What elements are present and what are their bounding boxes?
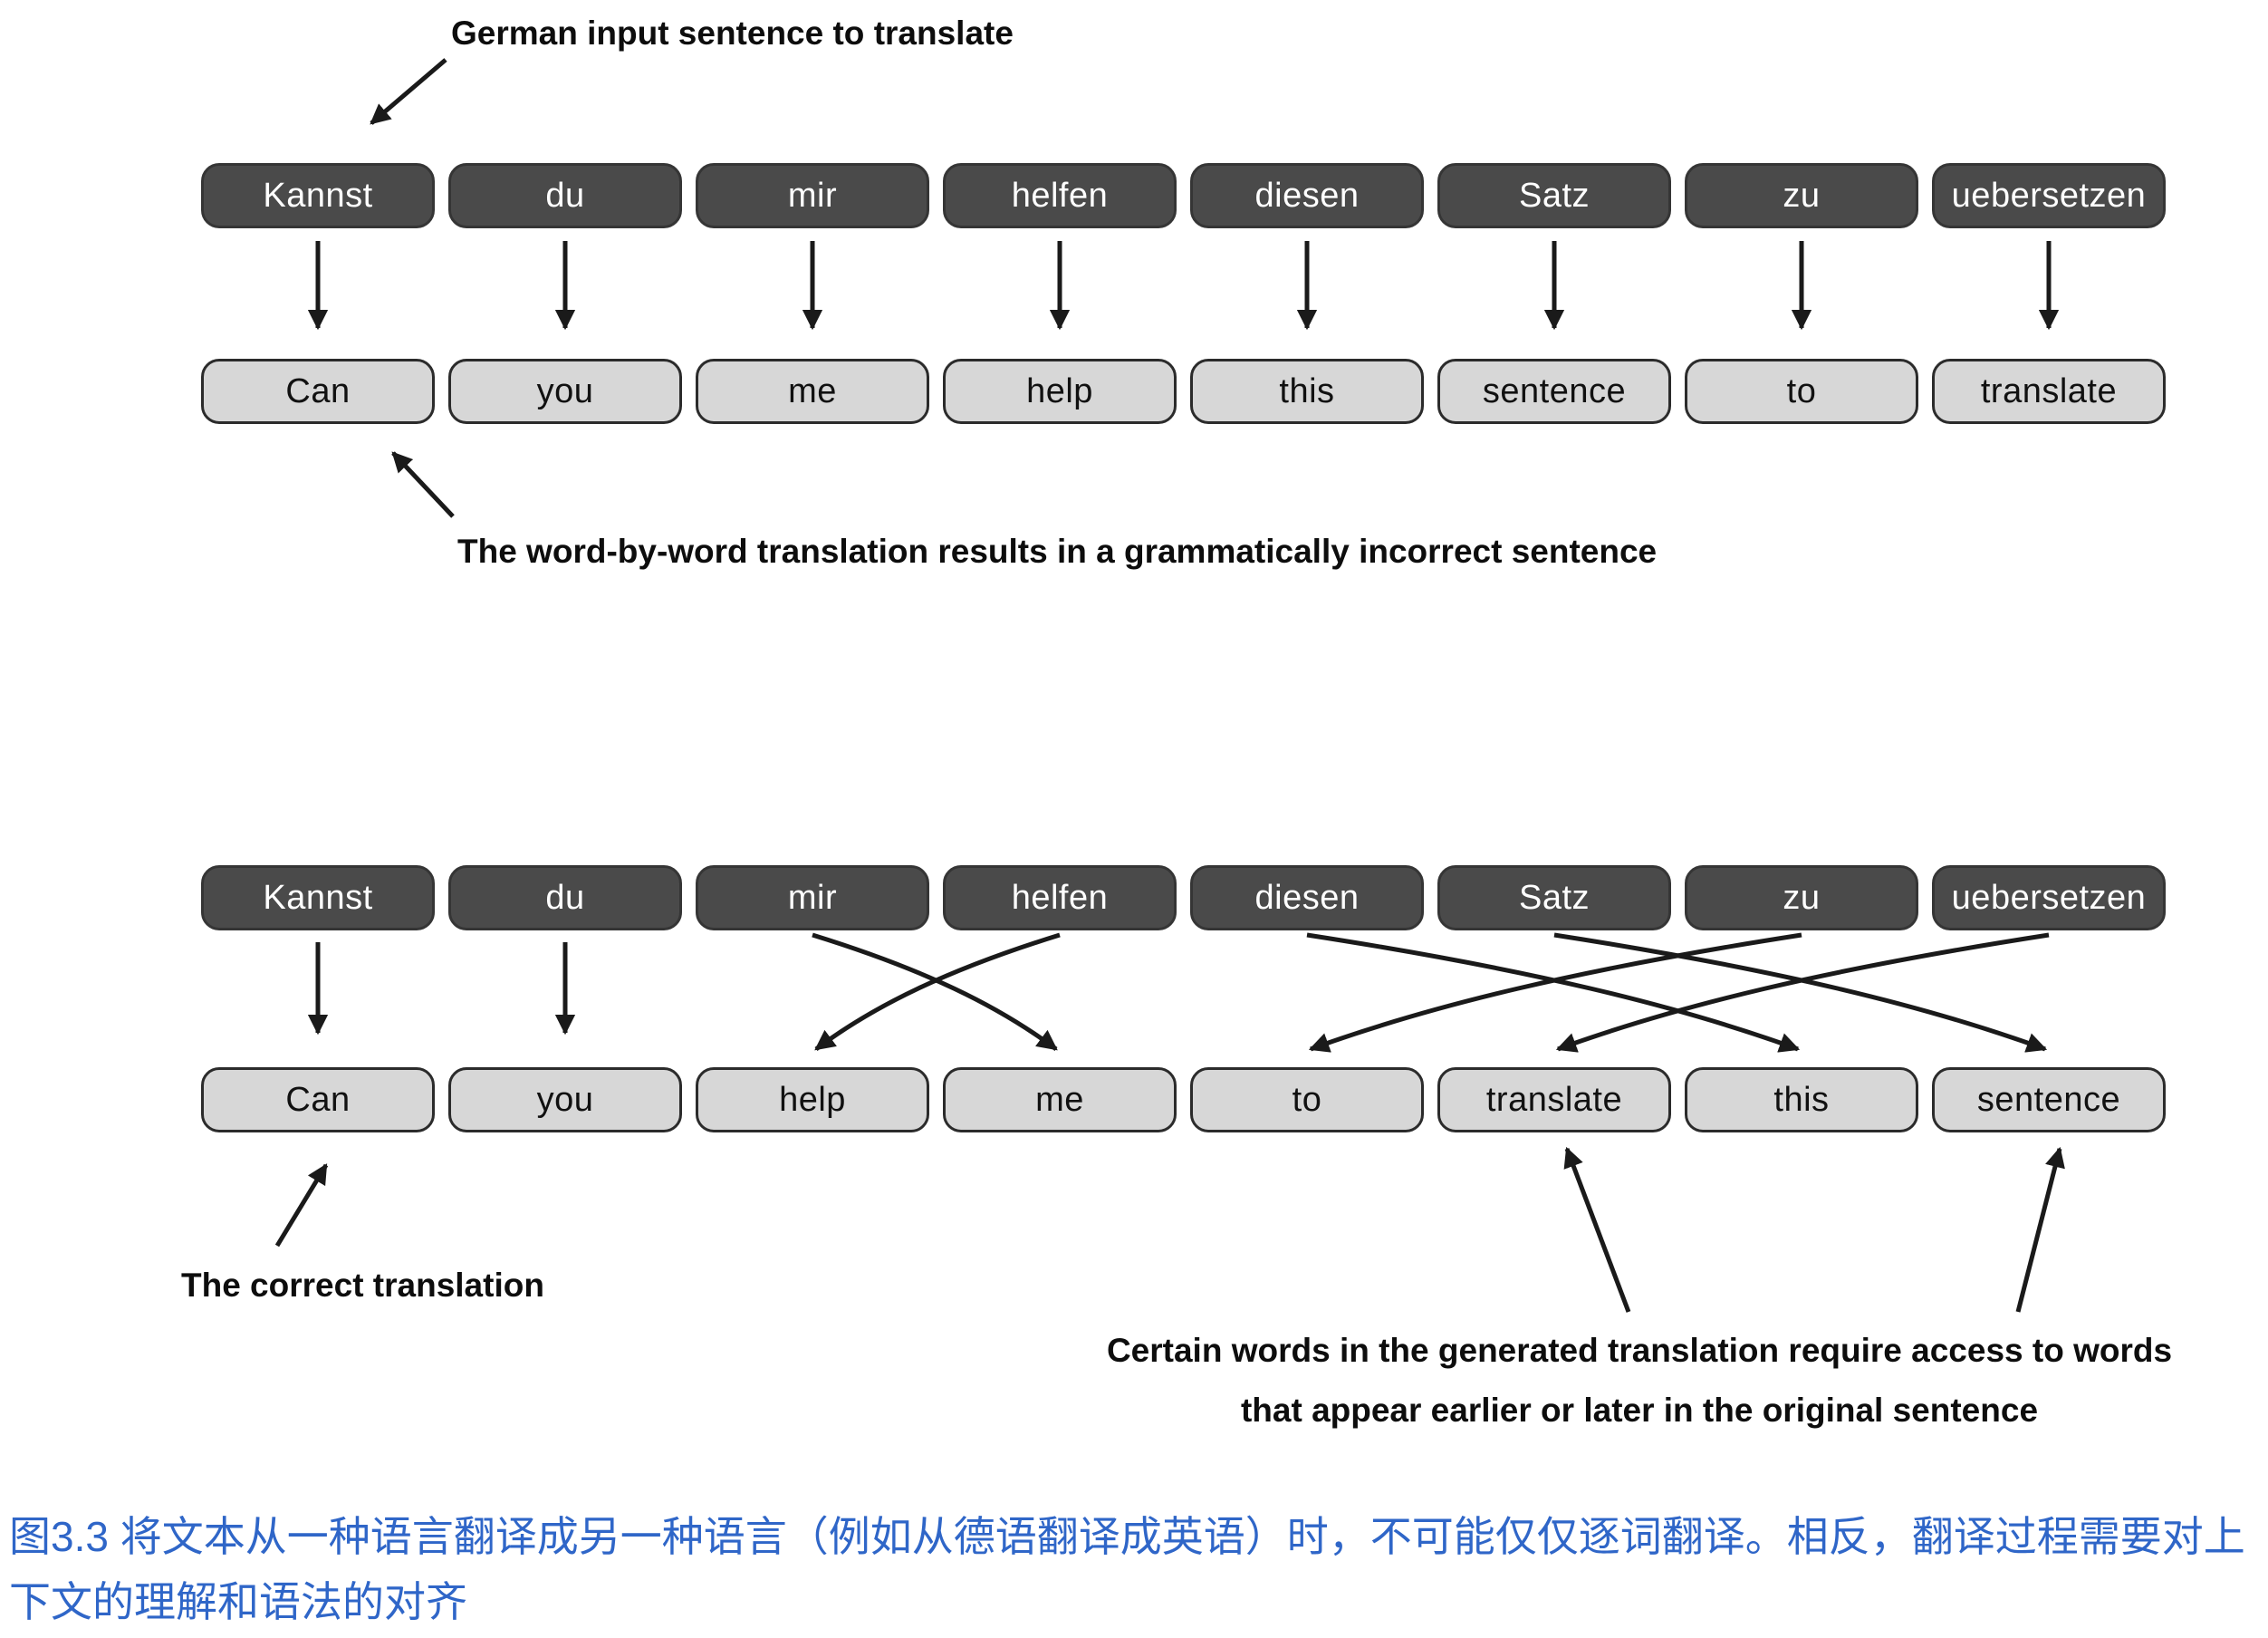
arrow-annotation-access-sentence: [2015, 1146, 2065, 1313]
word-box-english: me: [696, 359, 929, 424]
word-box-german: du: [448, 163, 682, 228]
word-box-german: helfen: [943, 163, 1177, 228]
word-box-english: translate: [1932, 359, 2166, 424]
word-box-german: Kannst: [201, 865, 435, 930]
word-box-english: this: [1190, 359, 1424, 424]
arrow-bottom-zu-to: [1308, 932, 1802, 1053]
annotation-word-by-word-result: The word-by-word translation results in …: [457, 533, 1658, 570]
arrow-annotation-german-input: [370, 58, 447, 125]
top-german-row: Kannst du mir helfen diesen Satz zu uebe…: [201, 163, 2166, 228]
word-box-german: Satz: [1437, 163, 1671, 228]
word-box-german: Satz: [1437, 865, 1671, 930]
word-box-german: zu: [1685, 865, 1918, 930]
annotation-context-access-line1: Certain words in the generated translati…: [1106, 1332, 2173, 1369]
word-box-german: mir: [696, 163, 929, 228]
annotation-correct-translation: The correct translation: [181, 1267, 544, 1304]
word-box-english: help: [696, 1067, 929, 1132]
word-box-german: diesen: [1190, 163, 1424, 228]
word-box-english: Can: [201, 1067, 435, 1132]
word-box-german: zu: [1685, 163, 1918, 228]
word-box-english: this: [1685, 1067, 1918, 1132]
arrow-bottom-uebersetzen-translate: [1555, 932, 2050, 1053]
word-box-english: Can: [201, 359, 435, 424]
word-box-english: help: [943, 359, 1177, 424]
word-box-english: sentence: [1437, 359, 1671, 424]
bottom-english-row: Can you help me to translate this senten…: [201, 1067, 2166, 1132]
word-box-german: du: [448, 865, 682, 930]
annotation-context-access: Certain words in the generated translati…: [1055, 1321, 2224, 1440]
arrow-annotation-correct-translation: [274, 1163, 329, 1248]
word-box-english: you: [448, 359, 682, 424]
arrow-bottom-diesen-this: [1306, 932, 1801, 1053]
annotation-german-input: German input sentence to translate: [451, 14, 1014, 52]
arrow-bottom-satz-sentence: [1553, 932, 2048, 1053]
bottom-german-row: Kannst du mir helfen diesen Satz zu uebe…: [201, 865, 2166, 930]
word-box-german: diesen: [1190, 865, 1424, 930]
word-box-german: uebersetzen: [1932, 865, 2166, 930]
arrow-bottom-mir-me: [812, 932, 1058, 1052]
arrow-bottom-helfen-help: [814, 932, 1061, 1052]
word-box-english: translate: [1437, 1067, 1671, 1132]
word-box-english: sentence: [1932, 1067, 2166, 1132]
word-box-english: me: [943, 1067, 1177, 1132]
word-box-german: uebersetzen: [1932, 163, 2166, 228]
word-box-german: mir: [696, 865, 929, 930]
word-box-german: Kannst: [201, 163, 435, 228]
figure-caption: 图3.3 将文本从一种语言翻译成另一种语言（例如从德语翻译成英语）时，不可能仅仅…: [9, 1513, 2245, 1625]
word-box-german: helfen: [943, 865, 1177, 930]
annotation-context-access-line2: that appear earlier or later in the orig…: [1240, 1392, 2039, 1429]
word-box-english: to: [1685, 359, 1918, 424]
word-box-english: to: [1190, 1067, 1424, 1132]
top-english-row: Can you me help this sentence to transla…: [201, 359, 2166, 424]
arrow-annotation-word-by-word: [391, 451, 455, 518]
arrow-annotation-access-translate: [1563, 1146, 1631, 1313]
word-box-english: you: [448, 1067, 682, 1132]
